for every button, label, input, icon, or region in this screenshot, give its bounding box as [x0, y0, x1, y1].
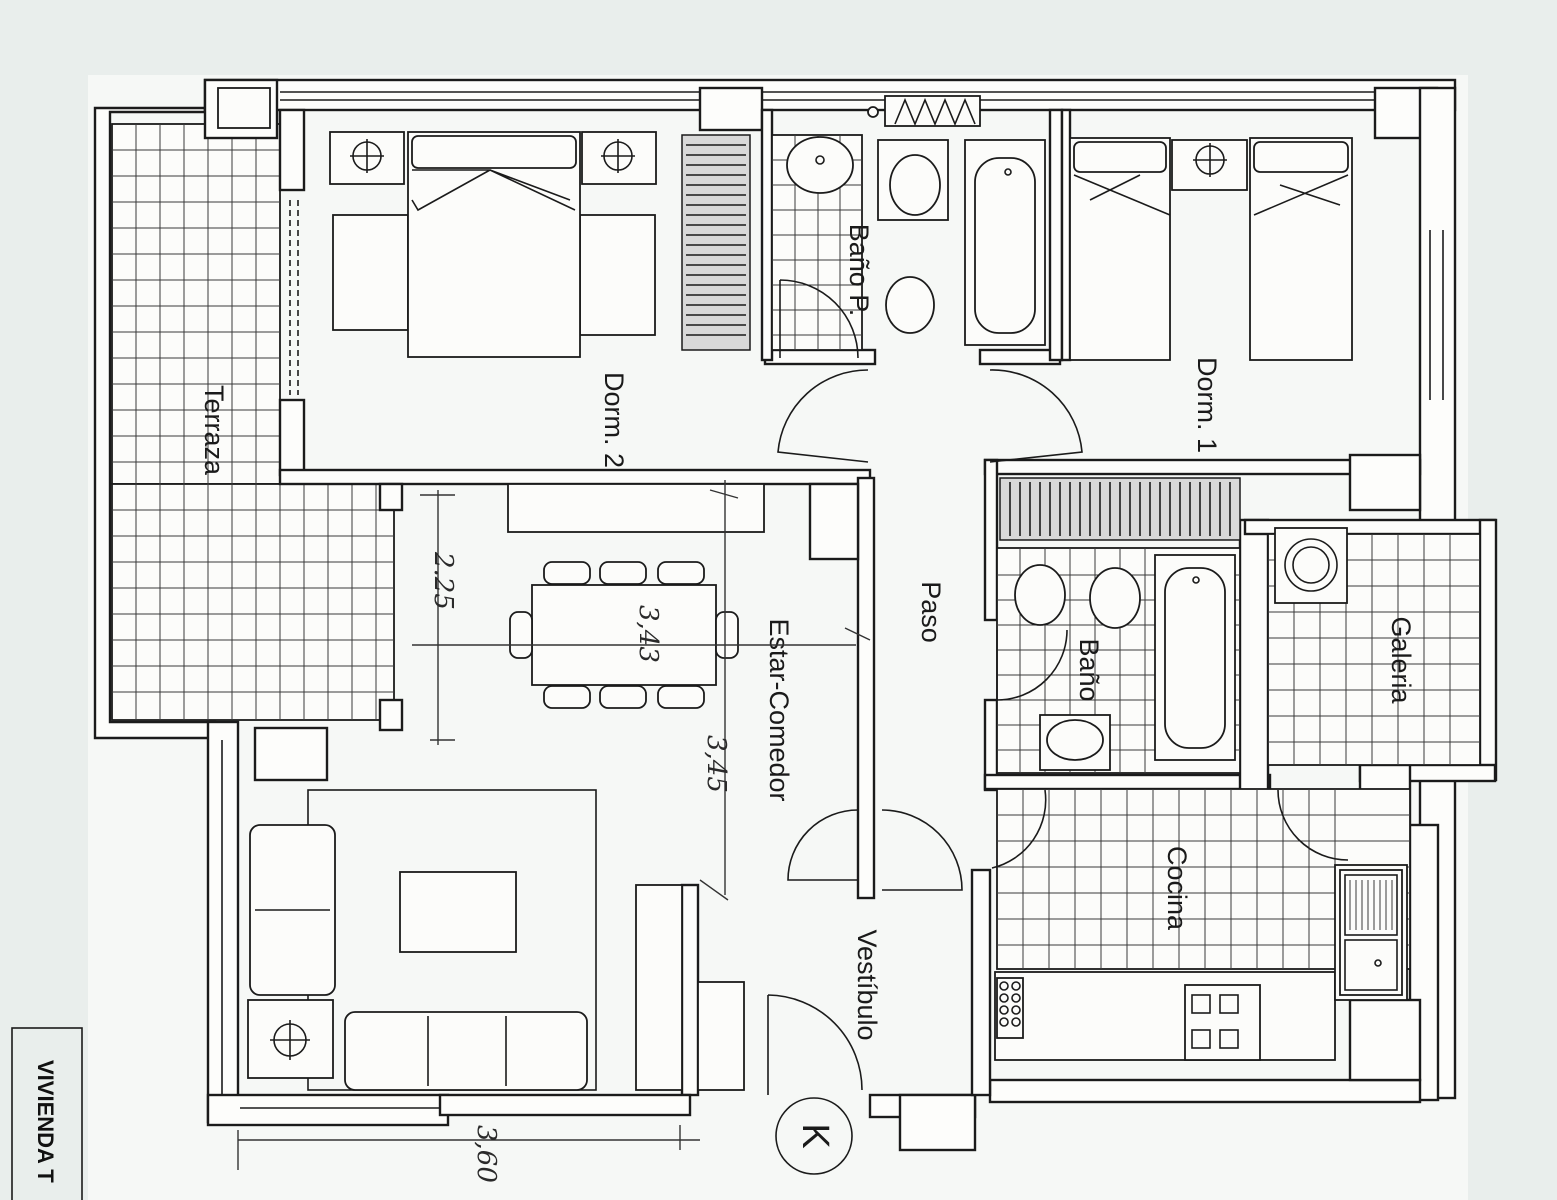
dim-dining-height: 3,45	[701, 735, 731, 793]
bidet-bano	[1089, 567, 1141, 629]
cocina-room: Cocina	[991, 788, 1411, 1061]
dim-table-depth: 2.25	[428, 551, 458, 610]
bidet-bano-p	[885, 276, 935, 334]
label-terraza: Terraza	[199, 385, 229, 476]
label-cocina: Cocina	[1162, 846, 1192, 931]
dining-table	[531, 584, 717, 686]
door-dorm1	[989, 369, 1083, 463]
door-entrance	[767, 994, 863, 1095]
label-bano: Baño	[1074, 638, 1104, 701]
dimension-annotations: 3,43 2.25 3,45 3,60	[237, 480, 871, 1183]
galeria-room: Galeria	[1267, 527, 1481, 766]
label-bano-p: Baño P.	[844, 224, 874, 317]
toilet-bano-p	[889, 154, 941, 216]
label-paso: Paso	[916, 581, 946, 643]
toilet-bano	[1014, 564, 1066, 626]
bano-room: Baño	[996, 547, 1241, 774]
door-bano-p	[779, 279, 859, 359]
dorm2-room: Dorm. 2	[329, 131, 657, 468]
dorm1-room: Dorm. 1	[1069, 137, 1353, 453]
bed-dorm1-a	[1069, 137, 1171, 361]
label-dorm1: Dorm. 1	[1192, 357, 1222, 453]
coffee-table	[399, 871, 517, 953]
estar-comedor-room: Estar-Comedor	[247, 483, 794, 1091]
door-dorm2	[777, 369, 869, 463]
door-vestibulo-right	[881, 809, 963, 891]
label-entrance-letter: K	[794, 1123, 836, 1148]
label-galeria: Galeria	[1386, 616, 1416, 704]
walls	[203, 78, 1498, 1152]
bano-principal: Baño P.	[771, 134, 1046, 351]
title-block: VIVIENDA T	[11, 1027, 83, 1200]
dim-living-width: 3,60	[471, 1125, 501, 1183]
sink-bano-p	[786, 136, 854, 194]
door-vestibulo-left	[787, 809, 859, 881]
label-dorm2: Dorm. 2	[599, 372, 629, 468]
terraza-area: Terraza	[93, 106, 395, 740]
label-estar-comedor: Estar-Comedor	[764, 618, 794, 801]
terraza-tiles	[112, 124, 394, 720]
wine-rack	[996, 977, 1024, 1039]
bed-dorm1-b	[1249, 137, 1353, 361]
radiator-dorm2	[681, 134, 751, 351]
title-text: VIVIENDA T	[33, 1060, 58, 1183]
sideboard	[507, 483, 765, 533]
kitchen-sink	[1339, 869, 1403, 996]
dim-table-width: 3,43	[633, 605, 663, 663]
sofa	[344, 1011, 588, 1091]
label-vestibulo: Vestíbulo	[852, 929, 882, 1040]
entrance-marker	[775, 1097, 853, 1175]
